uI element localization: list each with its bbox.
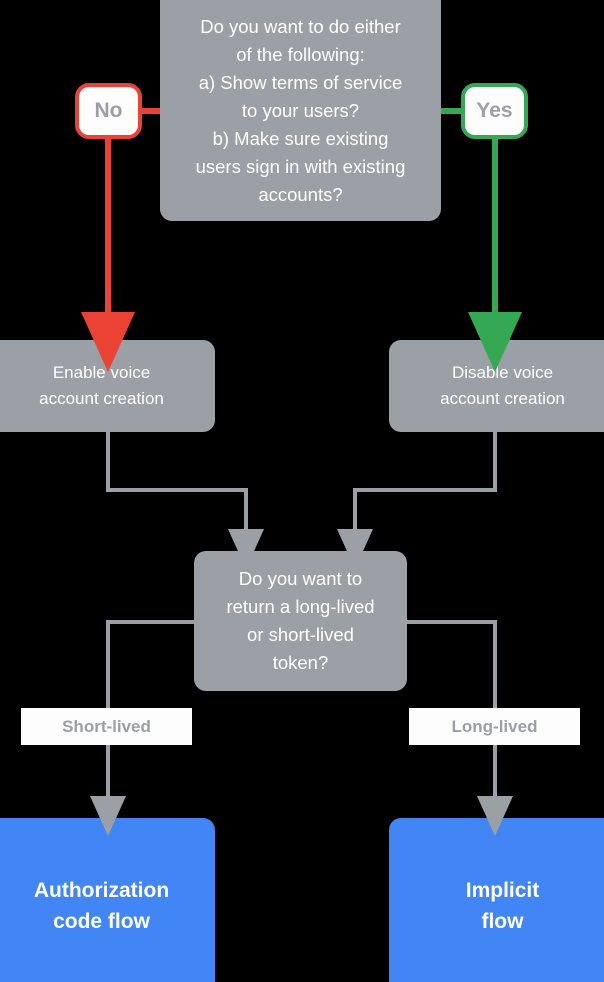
- process-node-enable-text: Enable voice account creation: [39, 360, 164, 412]
- process-node-disable-text: Disable voice account creation: [440, 360, 565, 412]
- terminal-node-implicit-flow[interactable]: Implicit flow: [389, 818, 604, 982]
- branch-badge-yes-label: Yes: [476, 99, 513, 122]
- implicit-flow-line-2: flow: [481, 909, 524, 933]
- decision-node-terms-or-existing-accounts-text: Do you want to do either of the followin…: [196, 13, 406, 209]
- edge-label-long-lived-text: Long-lived: [451, 716, 538, 736]
- decision-node-token-lifetime[interactable]: Do you want to return a long-lived or sh…: [194, 551, 407, 691]
- branch-badge-no[interactable]: No: [75, 83, 142, 139]
- process-disable-line-1: Disable voice: [451, 363, 554, 382]
- terminal-node-implicit-flow-text: Implicit flow: [466, 875, 540, 937]
- decision-line-7: accounts?: [258, 183, 343, 205]
- branch-badge-yes[interactable]: Yes: [461, 83, 528, 139]
- decision-line-5: b) Make sure existing: [212, 127, 389, 149]
- edge-label-long-lived: Long-lived: [409, 708, 580, 745]
- authorization-flow-line-1: Authorization: [33, 878, 170, 902]
- process-node-disable-voice-account-creation[interactable]: Disable voice account creation: [389, 340, 604, 432]
- process-enable-line-2: account creation: [39, 389, 164, 408]
- edge-label-short-lived: Short-lived: [21, 708, 192, 745]
- decision-line-6: users sign in with existing: [195, 155, 406, 177]
- authorization-flow-line-2: code flow: [53, 909, 150, 933]
- terminal-node-authorization-code-flow[interactable]: Authorization code flow: [0, 818, 215, 982]
- process-enable-line-1: Enable voice: [52, 363, 151, 382]
- decision-node-token-lifetime-text: Do you want to return a long-lived or sh…: [226, 565, 374, 677]
- connector-disable-to-token-decision: [337, 432, 497, 569]
- decision-line-2: of the following:: [236, 43, 365, 65]
- token-decision-line-2: return a long-lived: [226, 596, 375, 617]
- edge-label-short-lived-text: Short-lived: [62, 716, 151, 736]
- decision-line-4: to your users?: [241, 99, 360, 121]
- terminal-node-authorization-code-flow-text: Authorization code flow: [34, 875, 169, 937]
- token-decision-line-4: token?: [272, 652, 329, 673]
- branch-badge-no-label: No: [94, 99, 123, 122]
- decision-line-1: Do you want to do either: [200, 15, 401, 37]
- token-decision-line-1: Do you want to: [238, 568, 363, 589]
- decision-node-terms-or-existing-accounts[interactable]: Do you want to do either of the followin…: [160, 0, 441, 221]
- process-disable-line-2: account creation: [440, 389, 565, 408]
- connector-enable-to-token-decision: [106, 432, 264, 569]
- process-node-enable-voice-account-creation[interactable]: Enable voice account creation: [0, 340, 215, 432]
- decision-line-3: a) Show terms of service: [198, 71, 403, 93]
- token-decision-line-3: or short-lived: [247, 624, 354, 645]
- implicit-flow-line-1: Implicit: [465, 878, 540, 902]
